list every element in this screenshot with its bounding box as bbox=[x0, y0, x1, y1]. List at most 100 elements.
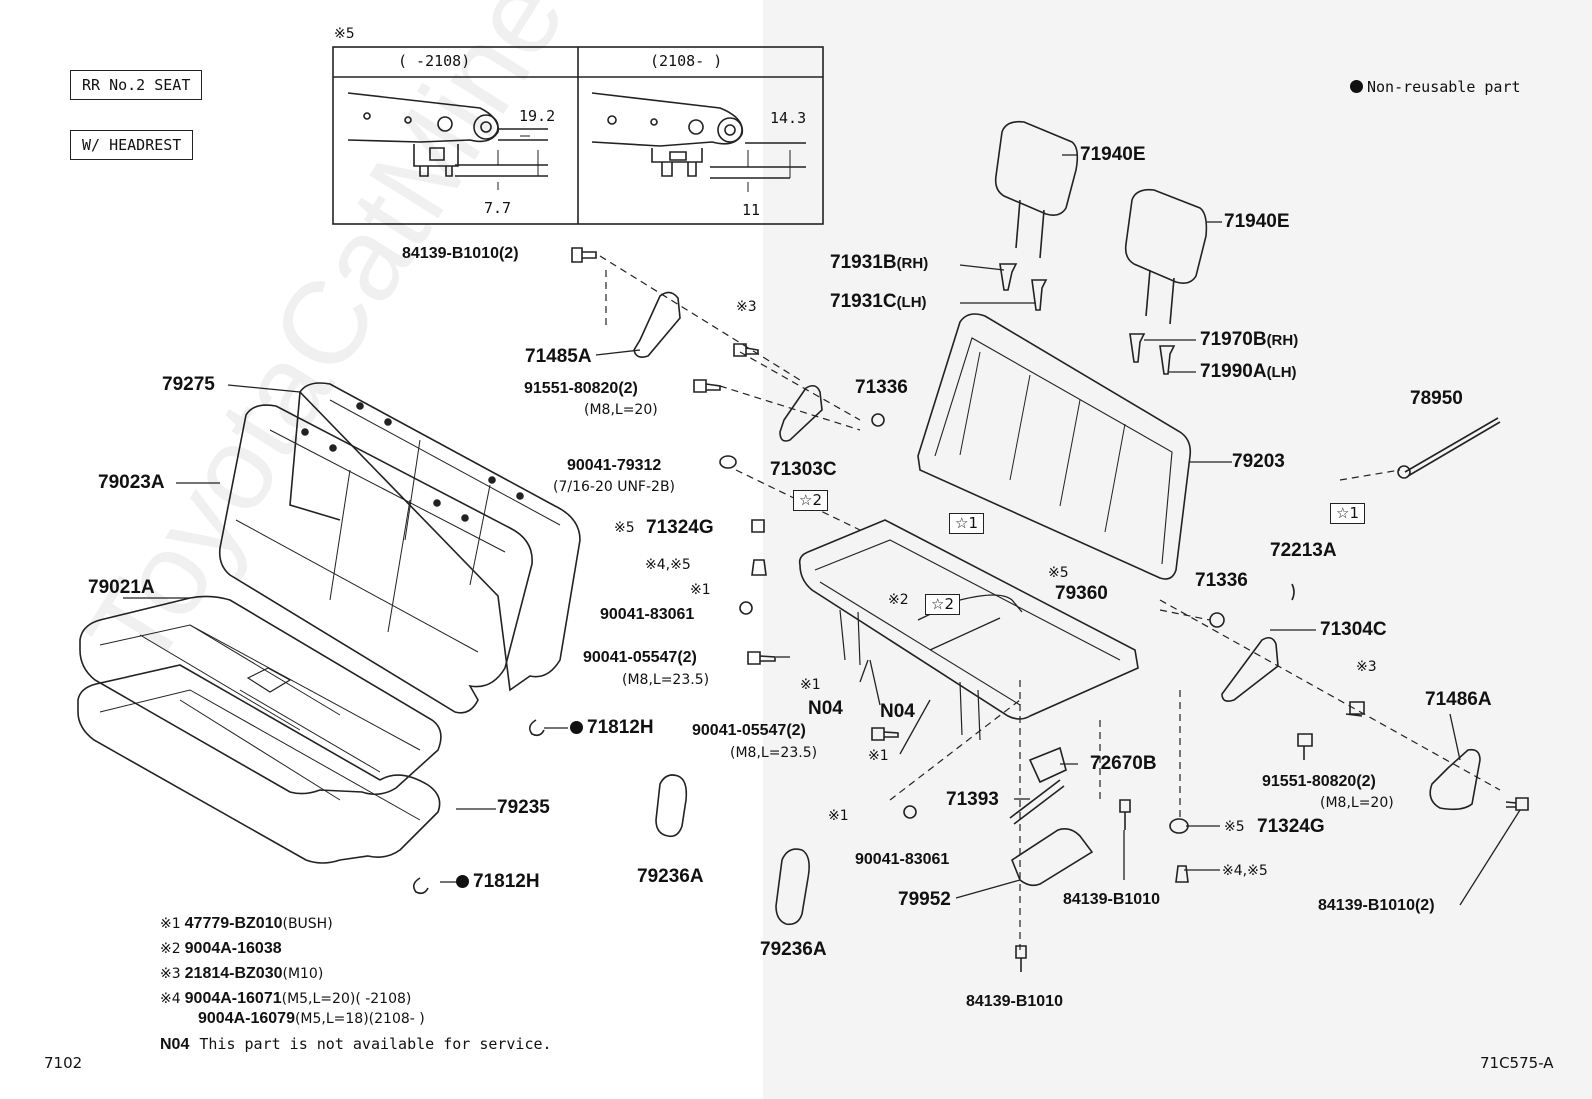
inset-left-dim-top: 19.2 bbox=[519, 107, 556, 125]
hook-71812h-b bbox=[412, 877, 429, 895]
label-90041-05547-2b-spec: (M8,L=23.5) bbox=[730, 745, 818, 761]
label-71812h-a-text: 71812H bbox=[587, 717, 654, 738]
label-mark-1a: ※1 bbox=[690, 582, 711, 598]
label-78950: 78950 bbox=[1410, 388, 1463, 409]
label-79236a-a: 79236A bbox=[637, 866, 704, 887]
label-mark-2: ※2 bbox=[888, 592, 909, 608]
label-71812h-b: 71812H bbox=[456, 872, 540, 891]
label-90041-79312-spec: (7/16-20 UNF-2B) bbox=[553, 479, 676, 495]
non-reusable-icon bbox=[456, 875, 469, 888]
label-mark-3b: ※3 bbox=[1356, 659, 1377, 675]
label-71940e-a: 71940E bbox=[1080, 144, 1146, 165]
legend-note: This part is not available for service. bbox=[199, 1035, 552, 1053]
tag-star1-b: ☆1 bbox=[1330, 503, 1365, 524]
clip-84139-b bbox=[1015, 945, 1027, 972]
label-71304c: 71304C bbox=[1320, 619, 1387, 640]
seat-frame-79360 bbox=[798, 519, 1139, 741]
latch-72670b bbox=[1028, 746, 1067, 784]
bolts-left bbox=[571, 247, 917, 819]
footer-left-code: 7102 bbox=[44, 1054, 83, 1072]
cable-78950 bbox=[1404, 417, 1501, 477]
label-mark-3a: ※3 bbox=[736, 299, 757, 315]
detail-inset-frame bbox=[332, 46, 824, 225]
cover-79236a-a bbox=[655, 774, 688, 838]
bullet-icon bbox=[1350, 80, 1363, 93]
label-mark-1c: ※1 bbox=[868, 748, 889, 764]
label-71324g-mark: ※5 bbox=[614, 520, 635, 536]
shaded-panel bbox=[763, 0, 1592, 1099]
hinge-71304c bbox=[1221, 636, 1279, 702]
label-79360: 79360 bbox=[1055, 583, 1108, 604]
label-71485a: 71485A bbox=[525, 346, 592, 367]
label-71324g: 71324G bbox=[646, 517, 714, 538]
legend-part: 9004A-16079 bbox=[198, 1010, 295, 1027]
label-71931b: 71931B(RH) bbox=[830, 253, 928, 272]
label-71931b-side: (RH) bbox=[896, 255, 929, 272]
tag-star2-a: ☆2 bbox=[793, 490, 828, 511]
inset-right-dim-top: 14.3 bbox=[770, 109, 807, 127]
non-reusable-icon bbox=[570, 721, 583, 734]
label-71931c-side: (LH) bbox=[896, 294, 927, 311]
label-n04-a: N04 bbox=[808, 698, 843, 719]
label-84139-b1010-b: 84139-B1010 bbox=[966, 993, 1063, 1010]
label-71324g-b: 71324G bbox=[1257, 816, 1325, 837]
label-91551-r-spec: (M8,L=20) bbox=[1320, 795, 1394, 811]
pin-72213a bbox=[1291, 583, 1295, 601]
label-90041-83061: 90041-83061 bbox=[600, 606, 695, 623]
label-71336-b: 71336 bbox=[1195, 570, 1248, 591]
clip-84139-a bbox=[1119, 799, 1131, 830]
non-reusable-note: Non-reusable part bbox=[1350, 80, 1521, 95]
label-71303c: 71303C bbox=[770, 459, 837, 480]
legend-note: (M5,L=20)( -2108) bbox=[281, 991, 412, 1007]
label-71931c-num: 71931C bbox=[830, 291, 897, 312]
bolt-right-b bbox=[1297, 733, 1313, 760]
headrest-supports bbox=[999, 263, 1048, 311]
label-84139-b1010-2: 84139-B1010(2) bbox=[402, 245, 519, 262]
legend-note: (BUSH) bbox=[282, 916, 333, 932]
label-mark-1d: ※1 bbox=[828, 808, 849, 824]
legend-row-5: 9004A-16079(M5,L=18)(2108- ) bbox=[198, 1010, 425, 1027]
label-71990a-side: (LH) bbox=[1266, 364, 1297, 381]
label-n04-b: N04 bbox=[880, 701, 915, 722]
stopper-71324g-b bbox=[1169, 818, 1189, 834]
label-90041-05547-2: 90041-05547(2) bbox=[583, 649, 697, 666]
label-71324g-b-mark: ※5 bbox=[1224, 819, 1245, 835]
cable-end bbox=[1397, 465, 1411, 479]
label-mark-4-5: ※4,※5 bbox=[645, 557, 691, 573]
inset-right-heading: (2108- ) bbox=[650, 52, 723, 70]
tag-star2-b: ☆2 bbox=[925, 594, 960, 615]
label-71393: 71393 bbox=[946, 789, 999, 810]
label-72670b: 72670B bbox=[1090, 753, 1157, 774]
label-79235: 79235 bbox=[497, 797, 550, 818]
inset-mark: ※5 bbox=[334, 26, 355, 42]
leader-lines bbox=[123, 154, 1521, 906]
label-91551-spec: (M8,L=20) bbox=[584, 402, 658, 418]
hook-71812h-a bbox=[528, 719, 545, 737]
seatback-frame-79203 bbox=[917, 313, 1192, 580]
hinge-bracket-71486a bbox=[1429, 748, 1481, 811]
seat-cushion-pad-79235 bbox=[77, 664, 441, 864]
label-71931c: 71931C(LH) bbox=[830, 292, 927, 311]
label-71812h-a: 71812H bbox=[570, 718, 654, 737]
nut-71336-b bbox=[1209, 612, 1225, 628]
rod-71393 bbox=[1009, 779, 1065, 825]
clip-4-5-b bbox=[1175, 865, 1189, 883]
label-79023a: 79023A bbox=[98, 472, 165, 493]
hinge-71303c bbox=[779, 384, 823, 442]
label-71940e-b: 71940E bbox=[1224, 211, 1290, 232]
label-71970b-num: 71970B bbox=[1200, 329, 1267, 350]
seat-cushion-cover-79021a bbox=[79, 595, 442, 796]
label-90041-83061-b: 90041-83061 bbox=[855, 851, 950, 868]
label-71990a-num: 71990A bbox=[1200, 361, 1267, 382]
label-91551-80820-2-r: 91551-80820(2) bbox=[1262, 773, 1376, 790]
inset-left-heading: ( -2108) bbox=[398, 52, 471, 70]
legend-mark: ※3 bbox=[160, 966, 181, 982]
legend-note: (M10) bbox=[282, 966, 324, 982]
label-79236a-b: 79236A bbox=[760, 939, 827, 960]
